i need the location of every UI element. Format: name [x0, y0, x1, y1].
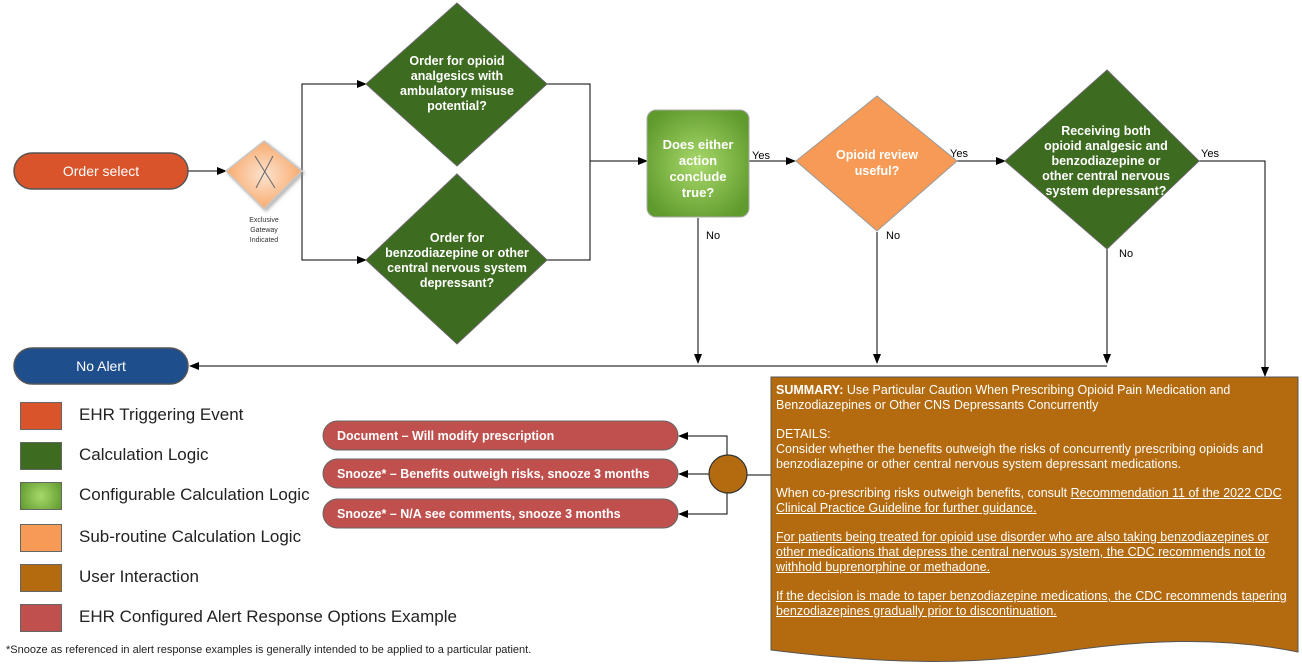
snooze-benefits-response-shape [322, 458, 679, 489]
either-action-decision: Does either action conclude true? Yes No [646, 109, 770, 242]
document-response-label: Document – Will modify prescription [337, 429, 554, 443]
either-action-shape [646, 109, 750, 218]
legend-swatch-trigger [20, 402, 62, 430]
either-yes-label: Yes [752, 150, 770, 162]
taper-paragraph: If the decision is made to taper benzodi… [776, 589, 1287, 618]
details-heading: DETAILS: [776, 427, 831, 441]
details-body: Consider whether the benefits outweigh t… [776, 442, 1264, 471]
either-no-label: No [706, 230, 720, 242]
legend-label-trigger: EHR Triggering Event [79, 405, 244, 424]
legend-swatch-configurable [20, 482, 62, 510]
legend-label-subroutine: Sub-routine Calculation Logic [79, 527, 302, 546]
legend-item-calculation: Calculation Logic [20, 442, 208, 470]
gateway-caption-2: Gateway [250, 227, 278, 234]
response-options: Document – Will modify prescription Snoo… [322, 420, 679, 529]
no-alert-event: No Alert [13, 347, 189, 385]
legend-label-response: EHR Configured Alert Response Options Ex… [79, 607, 457, 626]
receiving-yes-label: Yes [1201, 148, 1219, 160]
receiving-no-label: No [1119, 248, 1133, 260]
order-select-label: Order select [63, 163, 139, 179]
opioid-order-diamond [365, 2, 548, 167]
legend-swatch-calculation [20, 442, 62, 470]
consult-text: When co-prescribing risks outweigh benef… [776, 486, 1071, 500]
receiving-both-line-4: other central nervous [1042, 169, 1170, 183]
review-no-label: No [886, 230, 900, 242]
summary-body: Use Particular Caution When Prescribing … [776, 383, 1231, 412]
review-yes-label: Yes [950, 148, 968, 160]
no-alert-shape [13, 347, 189, 385]
either-action-line-4: true? [682, 185, 715, 200]
either-action-line-2: action [679, 153, 717, 168]
legend-item-trigger: EHR Triggering Event [20, 402, 243, 430]
connector-benzo-out [547, 161, 591, 261]
opioid-order-line-2: analgesics with [411, 69, 503, 83]
opioid-order-line-4: potential? [427, 99, 487, 113]
snooze-footnote: *Snooze as referenced in alert response … [6, 644, 532, 656]
summary-heading: SUMMARY: [776, 383, 844, 397]
legend-item-configurable: Configurable Calculation Logic [20, 482, 310, 510]
oud-paragraph: For patients being treated for opioid us… [776, 530, 1269, 574]
legend-item-user: User Interaction [20, 564, 199, 592]
receiving-both-line-3: benzodiazepine or [1051, 154, 1160, 168]
snooze-benefits-response-label: Snooze* – Benefits outweigh risks, snooz… [337, 467, 650, 481]
consult-paragraph: When co-prescribing risks outweigh benef… [776, 486, 1296, 516]
legend-item-subroutine: Sub-routine Calculation Logic [20, 524, 301, 552]
benzo-order-line-2: benzodiazepine or other [385, 246, 529, 260]
order-select-event: Order select [13, 152, 189, 190]
connector-receiving-yes [1199, 160, 1269, 377]
benzo-order-line-1: Order for [430, 231, 484, 245]
receiving-both-decision: Receiving both opioid analgesic and benz… [1004, 69, 1219, 260]
gateway-diamond [224, 140, 304, 211]
benzo-order-line-4: depressant? [420, 276, 494, 290]
legend-swatch-subroutine [20, 524, 62, 552]
gateway-caption-1: Exclusive [249, 217, 279, 224]
opioid-order-line-1: Order for opioid [409, 54, 504, 68]
opioid-review-line-1: Opioid review [836, 148, 918, 162]
no-alert-label: No Alert [76, 358, 126, 374]
summary-text-block: SUMMARY: Use Particular Caution When Pre… [776, 383, 1296, 633]
opioid-order-decision: Order for opioid analgesics with ambulat… [365, 2, 548, 167]
gateway-caption-3: Indicated [250, 237, 279, 244]
legend-label-configurable: Configurable Calculation Logic [79, 485, 310, 504]
summary-paragraph: SUMMARY: Use Particular Caution When Pre… [776, 383, 1296, 413]
legend-swatch-user [20, 564, 62, 592]
receiving-both-line-1: Receiving both [1061, 124, 1151, 138]
benzo-order-line-3: central nervous system [387, 261, 527, 275]
connector-gateway-to-benzo [301, 171, 367, 264]
either-action-line-3: conclude [669, 169, 726, 184]
legend-label-calculation: Calculation Logic [79, 445, 209, 464]
connector-gateway-to-opioid [301, 80, 367, 171]
receiving-both-line-2: opioid analgesic and [1044, 139, 1168, 153]
either-action-line-1: Does either [663, 137, 734, 152]
opioid-order-line-3: ambulatory misuse [400, 84, 514, 98]
exclusive-gateway: Exclusive Gateway Indicated [224, 140, 304, 244]
user-interaction-node [708, 454, 748, 494]
connector-opioid-out [547, 83, 591, 161]
benzo-order-decision: Order for benzodiazepine or other centra… [365, 173, 548, 345]
opioid-review-diamond [795, 95, 958, 232]
receiving-both-line-5: system depressant? [1046, 184, 1167, 198]
benzo-order-diamond [365, 173, 548, 345]
gateway-x-mark-2 [255, 155, 274, 189]
legend-item-response: EHR Configured Alert Response Options Ex… [20, 604, 457, 632]
opioid-review-decision: Opioid review useful? Yes No [795, 95, 968, 242]
legend-swatch-response [20, 604, 62, 632]
opioid-review-line-2: useful? [855, 164, 899, 178]
snooze-na-response-shape [322, 498, 679, 529]
document-response-shape [322, 420, 679, 451]
summary-document-shape [770, 376, 1299, 662]
legend-label-user: User Interaction [79, 567, 199, 586]
snooze-na-response-label: Snooze* – N/A see comments, snooze 3 mon… [337, 507, 621, 521]
receiving-both-diamond [1004, 69, 1200, 250]
order-select-shape [13, 152, 189, 190]
cdc-guideline-link[interactable]: Recommendation 11 of the 2022 CDC Clinic… [776, 486, 1282, 515]
